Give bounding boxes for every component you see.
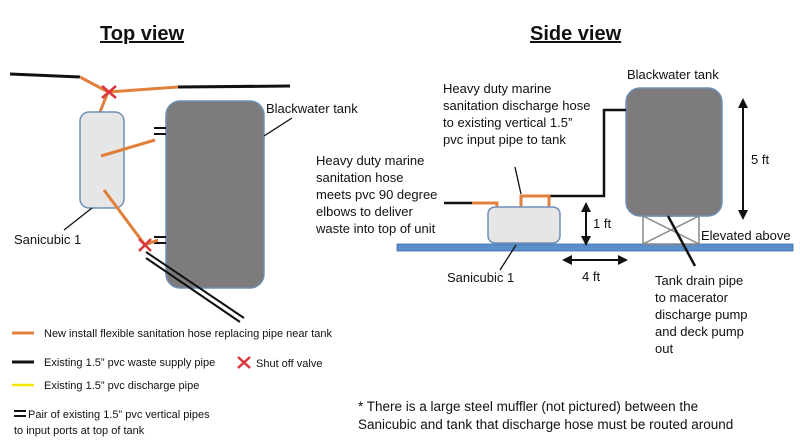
side-height-tank-arrow: [738, 98, 748, 220]
note-line-1: * There is a large steel muffler (not pi…: [358, 399, 698, 414]
side-intake-hose: [472, 201, 499, 207]
legend-pair-label-2: to input ports at top of tank: [14, 425, 145, 437]
side-discharge-label: Heavy duty marine sanitation discharge h…: [443, 81, 590, 147]
top-unit-pointer: [63, 207, 93, 231]
valve-icon: [237, 356, 251, 369]
svg-text:waste into top of unit: waste into top of unit: [315, 221, 436, 236]
top-tank-label: Blackwater tank: [266, 101, 358, 116]
top-pair-pipes-upper: [154, 127, 166, 135]
top-tank-pointer: [263, 117, 293, 137]
top-hose-discharge: [100, 138, 156, 158]
side-height-tank-label: 5 ft: [751, 152, 769, 167]
side-height-unit-arrow: [581, 202, 591, 246]
top-blackwater-tank: [165, 100, 265, 289]
top-pair-pipes-lower: [154, 236, 166, 244]
svg-text:Tank drain pipe: Tank drain pipe: [655, 273, 743, 288]
top-existing-pipe-right: [177, 84, 291, 89]
top-diagonal-pipes: [145, 251, 245, 323]
svg-text:discharge pump: discharge pump: [655, 307, 748, 322]
side-view-title: Side view: [530, 23, 622, 45]
top-existing-pipe-left: [9, 72, 81, 79]
side-drain-pipe: [666, 215, 697, 267]
top-unit-label: Sanicubic 1: [14, 232, 81, 247]
legend-pair-swatch: [14, 410, 26, 417]
svg-text:Heavy duty marine: Heavy duty marine: [316, 153, 424, 168]
side-tank-label: Blackwater tank: [627, 67, 719, 82]
top-view-title: Top view: [100, 23, 185, 45]
side-distance-label: 4 ft: [582, 269, 600, 284]
side-unit-label: Sanicubic 1: [447, 270, 514, 285]
side-blackwater-tank: [625, 87, 723, 217]
svg-text:sanitation discharge hose: sanitation discharge hose: [443, 98, 590, 113]
side-sanicubic-unit: [487, 206, 561, 244]
side-drain-label: Tank drain pipe to macerator discharge p…: [655, 273, 748, 356]
side-floor: [396, 243, 794, 252]
svg-text:meets pvc 90 degree: meets pvc 90 degree: [316, 187, 437, 202]
valve-icon: [138, 238, 152, 252]
side-hose: [519, 194, 551, 207]
svg-text:to macerator: to macerator: [655, 290, 729, 305]
svg-text:sanitation hose: sanitation hose: [316, 170, 403, 185]
legend-pair-label-1: Pair of existing 1.5” pvc vertical pipes: [28, 409, 210, 421]
top-hose-upper: [79, 75, 179, 94]
svg-text:to existing vertical 1.5”: to existing vertical 1.5”: [443, 115, 572, 130]
legend-waste-label: Existing 1.5” pvc waste supply pipe: [44, 357, 215, 369]
side-height-unit-label: 1 ft: [593, 216, 611, 231]
svg-text:out: out: [655, 341, 673, 356]
legend: New install flexible sanitation hose rep…: [12, 328, 333, 437]
side-discharge-pipe: [549, 108, 626, 198]
valve-icon: [101, 85, 117, 99]
svg-text:Heavy duty marine: Heavy duty marine: [443, 81, 551, 96]
side-unit-pointer: [499, 244, 517, 271]
legend-discharge-label: Existing 1.5” pvc discharge pipe: [44, 380, 199, 392]
side-discharge-pointer: [514, 166, 522, 195]
svg-text:and deck pump: and deck pump: [655, 324, 744, 339]
side-elevated-label: Elevated above: [701, 228, 791, 243]
top-sanicubic-unit: [79, 111, 125, 209]
svg-text:pvc input pipe to tank: pvc input pipe to tank: [443, 132, 566, 147]
side-intake-label: Heavy duty marine sanitation hose meets …: [315, 153, 437, 236]
note-line-2: Sanicubic and tank that discharge hose m…: [358, 417, 733, 432]
legend-valve-label: Shut off valve: [256, 358, 322, 370]
legend-hose-label: New install flexible sanitation hose rep…: [44, 328, 333, 340]
svg-text:elbows to deliver: elbows to deliver: [316, 204, 413, 219]
side-distance-arrow: [562, 255, 628, 265]
